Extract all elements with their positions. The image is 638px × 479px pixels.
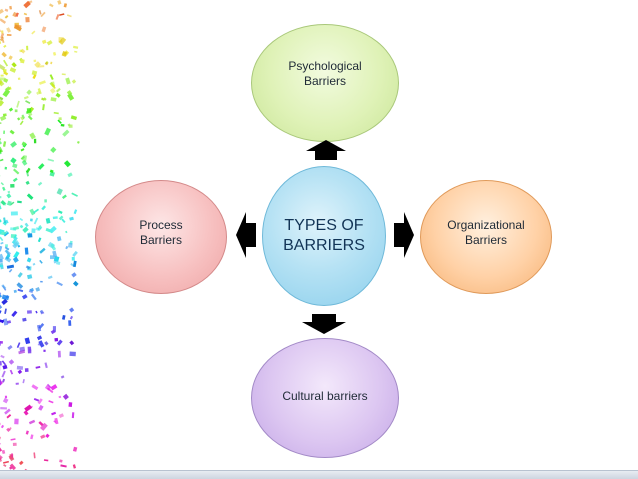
- process-barriers-node: Process Barriers: [95, 180, 227, 294]
- slide-bottom-bar: [0, 470, 638, 479]
- arrow-right-icon: [394, 212, 414, 258]
- types-of-barriers-center-node: TYPES OF BARRIERS: [262, 166, 386, 306]
- psychological-barriers-node: Psychological Barriers: [251, 24, 399, 142]
- psychological-barriers-label: Psychological Barriers: [288, 59, 362, 88]
- arrow-left-icon: [236, 212, 256, 258]
- confetti-decoration: [0, 0, 80, 478]
- arrow-up-icon: [306, 140, 346, 160]
- process-barriers-label: Process Barriers: [139, 218, 183, 247]
- types-of-barriers-label: TYPES OF BARRIERS: [283, 217, 365, 254]
- organizational-barriers-node: Organizational Barriers: [420, 180, 552, 294]
- organizational-barriers-label: Organizational Barriers: [447, 218, 525, 247]
- arrow-down-icon: [302, 314, 346, 334]
- cultural-barriers-label: Cultural barriers: [282, 388, 368, 403]
- cultural-barriers-node: Cultural barriers: [251, 338, 399, 458]
